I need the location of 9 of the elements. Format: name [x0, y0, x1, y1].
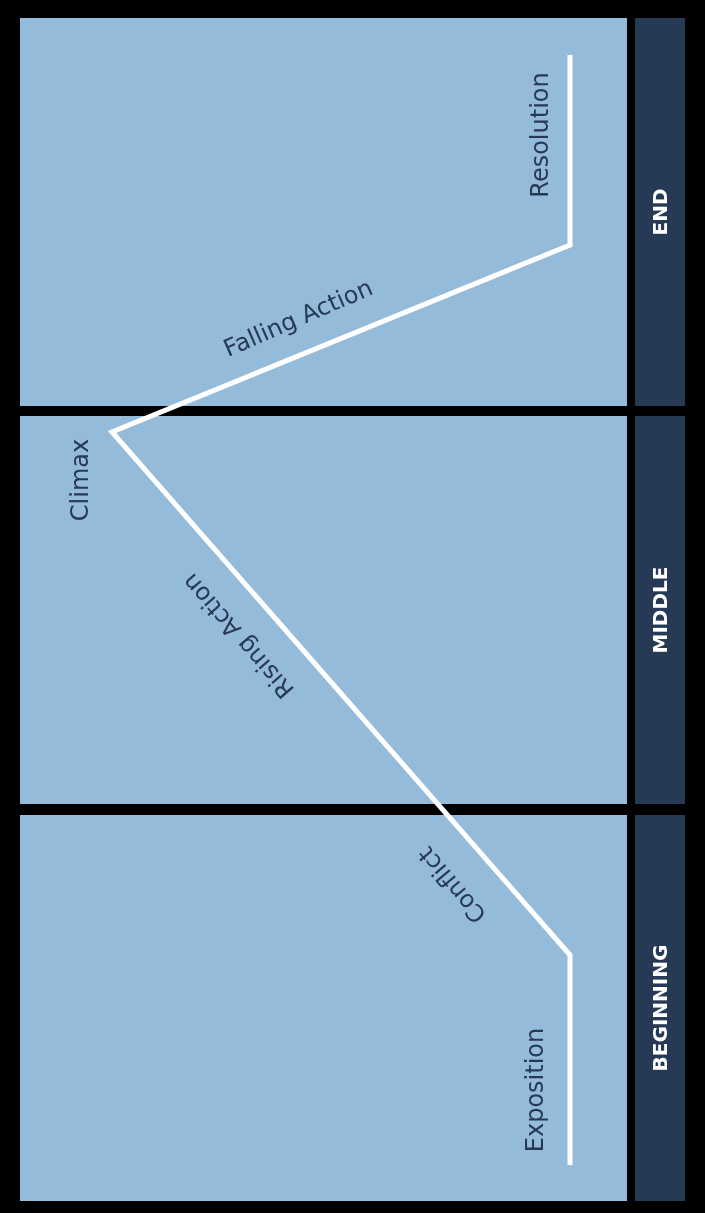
section-bar — [635, 416, 685, 804]
stage-label: Exposition — [521, 1027, 549, 1153]
section-bar — [635, 815, 685, 1201]
stage-label: Climax — [66, 438, 94, 522]
section-label: END — [648, 188, 672, 236]
section-label: MIDDLE — [648, 566, 672, 654]
section-bar — [635, 18, 685, 406]
stage-label: Resolution — [526, 72, 554, 198]
section-label: BEGINNING — [648, 944, 672, 1072]
